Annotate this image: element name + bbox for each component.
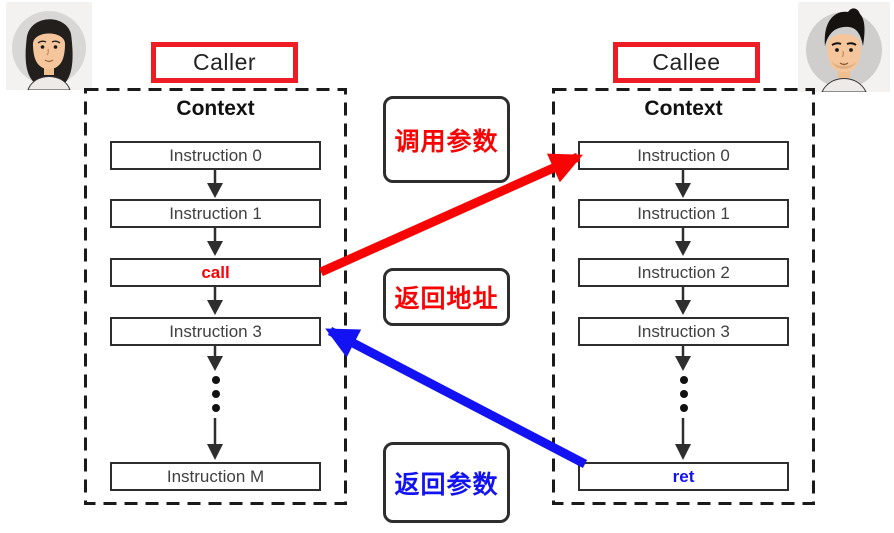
callee-instruction-3: Instruction 3 bbox=[578, 317, 789, 346]
flow-arrow-icon bbox=[675, 170, 691, 198]
flow-arrow-icon bbox=[207, 228, 223, 256]
caller-instruction-1: Instruction 1 bbox=[110, 199, 321, 228]
callee-context-dashed-border bbox=[552, 88, 815, 505]
return-params-text: 返回参数 bbox=[394, 470, 499, 499]
caller-call-box: call bbox=[110, 258, 321, 287]
callee-label-text: Callee bbox=[652, 49, 721, 75]
caller-instruction-0: Instruction 0 bbox=[110, 141, 321, 170]
ellipsis-dots-icon bbox=[680, 376, 688, 412]
flow-arrow-icon bbox=[675, 287, 691, 315]
caller-context-dashed-border bbox=[84, 88, 347, 505]
callee-ret-box: ret bbox=[578, 462, 789, 491]
ellipsis-dots-icon bbox=[212, 376, 220, 412]
flow-arrow-icon bbox=[675, 228, 691, 256]
caller-avatar bbox=[6, 2, 92, 90]
caller-label-text: Caller bbox=[192, 49, 257, 75]
callee-instruction-0: Instruction 0 bbox=[578, 141, 789, 170]
flow-arrow-icon bbox=[207, 418, 223, 460]
callee-context: Context Instruction 0 Instruction 1 Inst… bbox=[552, 88, 815, 505]
person-long-dark-hair-icon bbox=[6, 2, 92, 90]
return-params-label: 返回参数 bbox=[383, 442, 510, 523]
caller-label: Caller bbox=[151, 42, 298, 83]
flow-arrow-icon bbox=[207, 287, 223, 315]
call-params-label: 调用参数 bbox=[383, 96, 510, 183]
caller-context: Context Instruction 0 Instruction 1 call… bbox=[84, 88, 347, 505]
flow-arrow-icon bbox=[675, 346, 691, 371]
callee-instruction-1: Instruction 1 bbox=[578, 199, 789, 228]
caller-context-title: Context bbox=[176, 97, 255, 120]
call-params-text: 调用参数 bbox=[394, 127, 499, 156]
person-short-dark-hair-icon bbox=[798, 2, 890, 92]
return-address-label: 返回地址 bbox=[383, 268, 510, 326]
flow-arrow-icon bbox=[675, 418, 691, 460]
flow-arrow-icon bbox=[207, 346, 223, 371]
flow-arrow-icon bbox=[207, 170, 223, 198]
callee-label: Callee bbox=[613, 42, 760, 83]
caller-instruction-m: Instruction M bbox=[110, 462, 321, 491]
callee-context-title: Context bbox=[644, 97, 723, 120]
return-address-text: 返回地址 bbox=[394, 285, 499, 313]
caller-instruction-3: Instruction 3 bbox=[110, 317, 321, 346]
callee-instruction-2: Instruction 2 bbox=[578, 258, 789, 287]
callee-avatar bbox=[798, 2, 890, 92]
